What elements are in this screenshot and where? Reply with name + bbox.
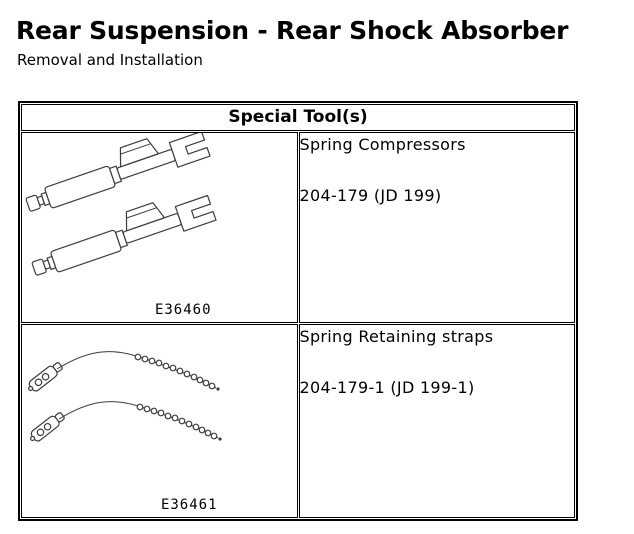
table-row: E36460 Spring Compressors 204-179 (JD 19… bbox=[21, 132, 575, 323]
tool-name: Spring Compressors bbox=[299, 135, 466, 154]
figure-label: E36461 bbox=[160, 497, 218, 513]
spring-retaining-straps-illustration bbox=[22, 325, 222, 490]
spring-compressors-illustration bbox=[22, 133, 284, 295]
page-title: Rear Suspension - Rear Shock Absorber bbox=[16, 16, 569, 45]
table-header-row: Special Tool(s) bbox=[21, 104, 575, 131]
tool-number: 204-179 (JD 199) bbox=[299, 186, 442, 205]
tool-description-cell: Spring Retaining straps 204-179-1 (JD 19… bbox=[298, 324, 575, 518]
page-subtitle: Removal and Installation bbox=[17, 51, 203, 69]
tool-description-cell: Spring Compressors 204-179 (JD 199) bbox=[298, 132, 575, 323]
table-header: Special Tool(s) bbox=[21, 104, 575, 131]
tool-name: Spring Retaining straps bbox=[299, 327, 494, 346]
table-row: E36461 Spring Retaining straps 204-179-1… bbox=[21, 324, 575, 518]
document-page: Rear Suspension - Rear Shock Absorber Re… bbox=[16, 16, 578, 521]
figure-label: E36460 bbox=[154, 302, 212, 318]
special-tools-table: Special Tool(s) bbox=[18, 101, 578, 521]
tool-illustration-cell: E36460 bbox=[21, 132, 298, 323]
tool-illustration-cell: E36461 bbox=[21, 324, 298, 518]
tool-number: 204-179-1 (JD 199-1) bbox=[299, 378, 475, 397]
